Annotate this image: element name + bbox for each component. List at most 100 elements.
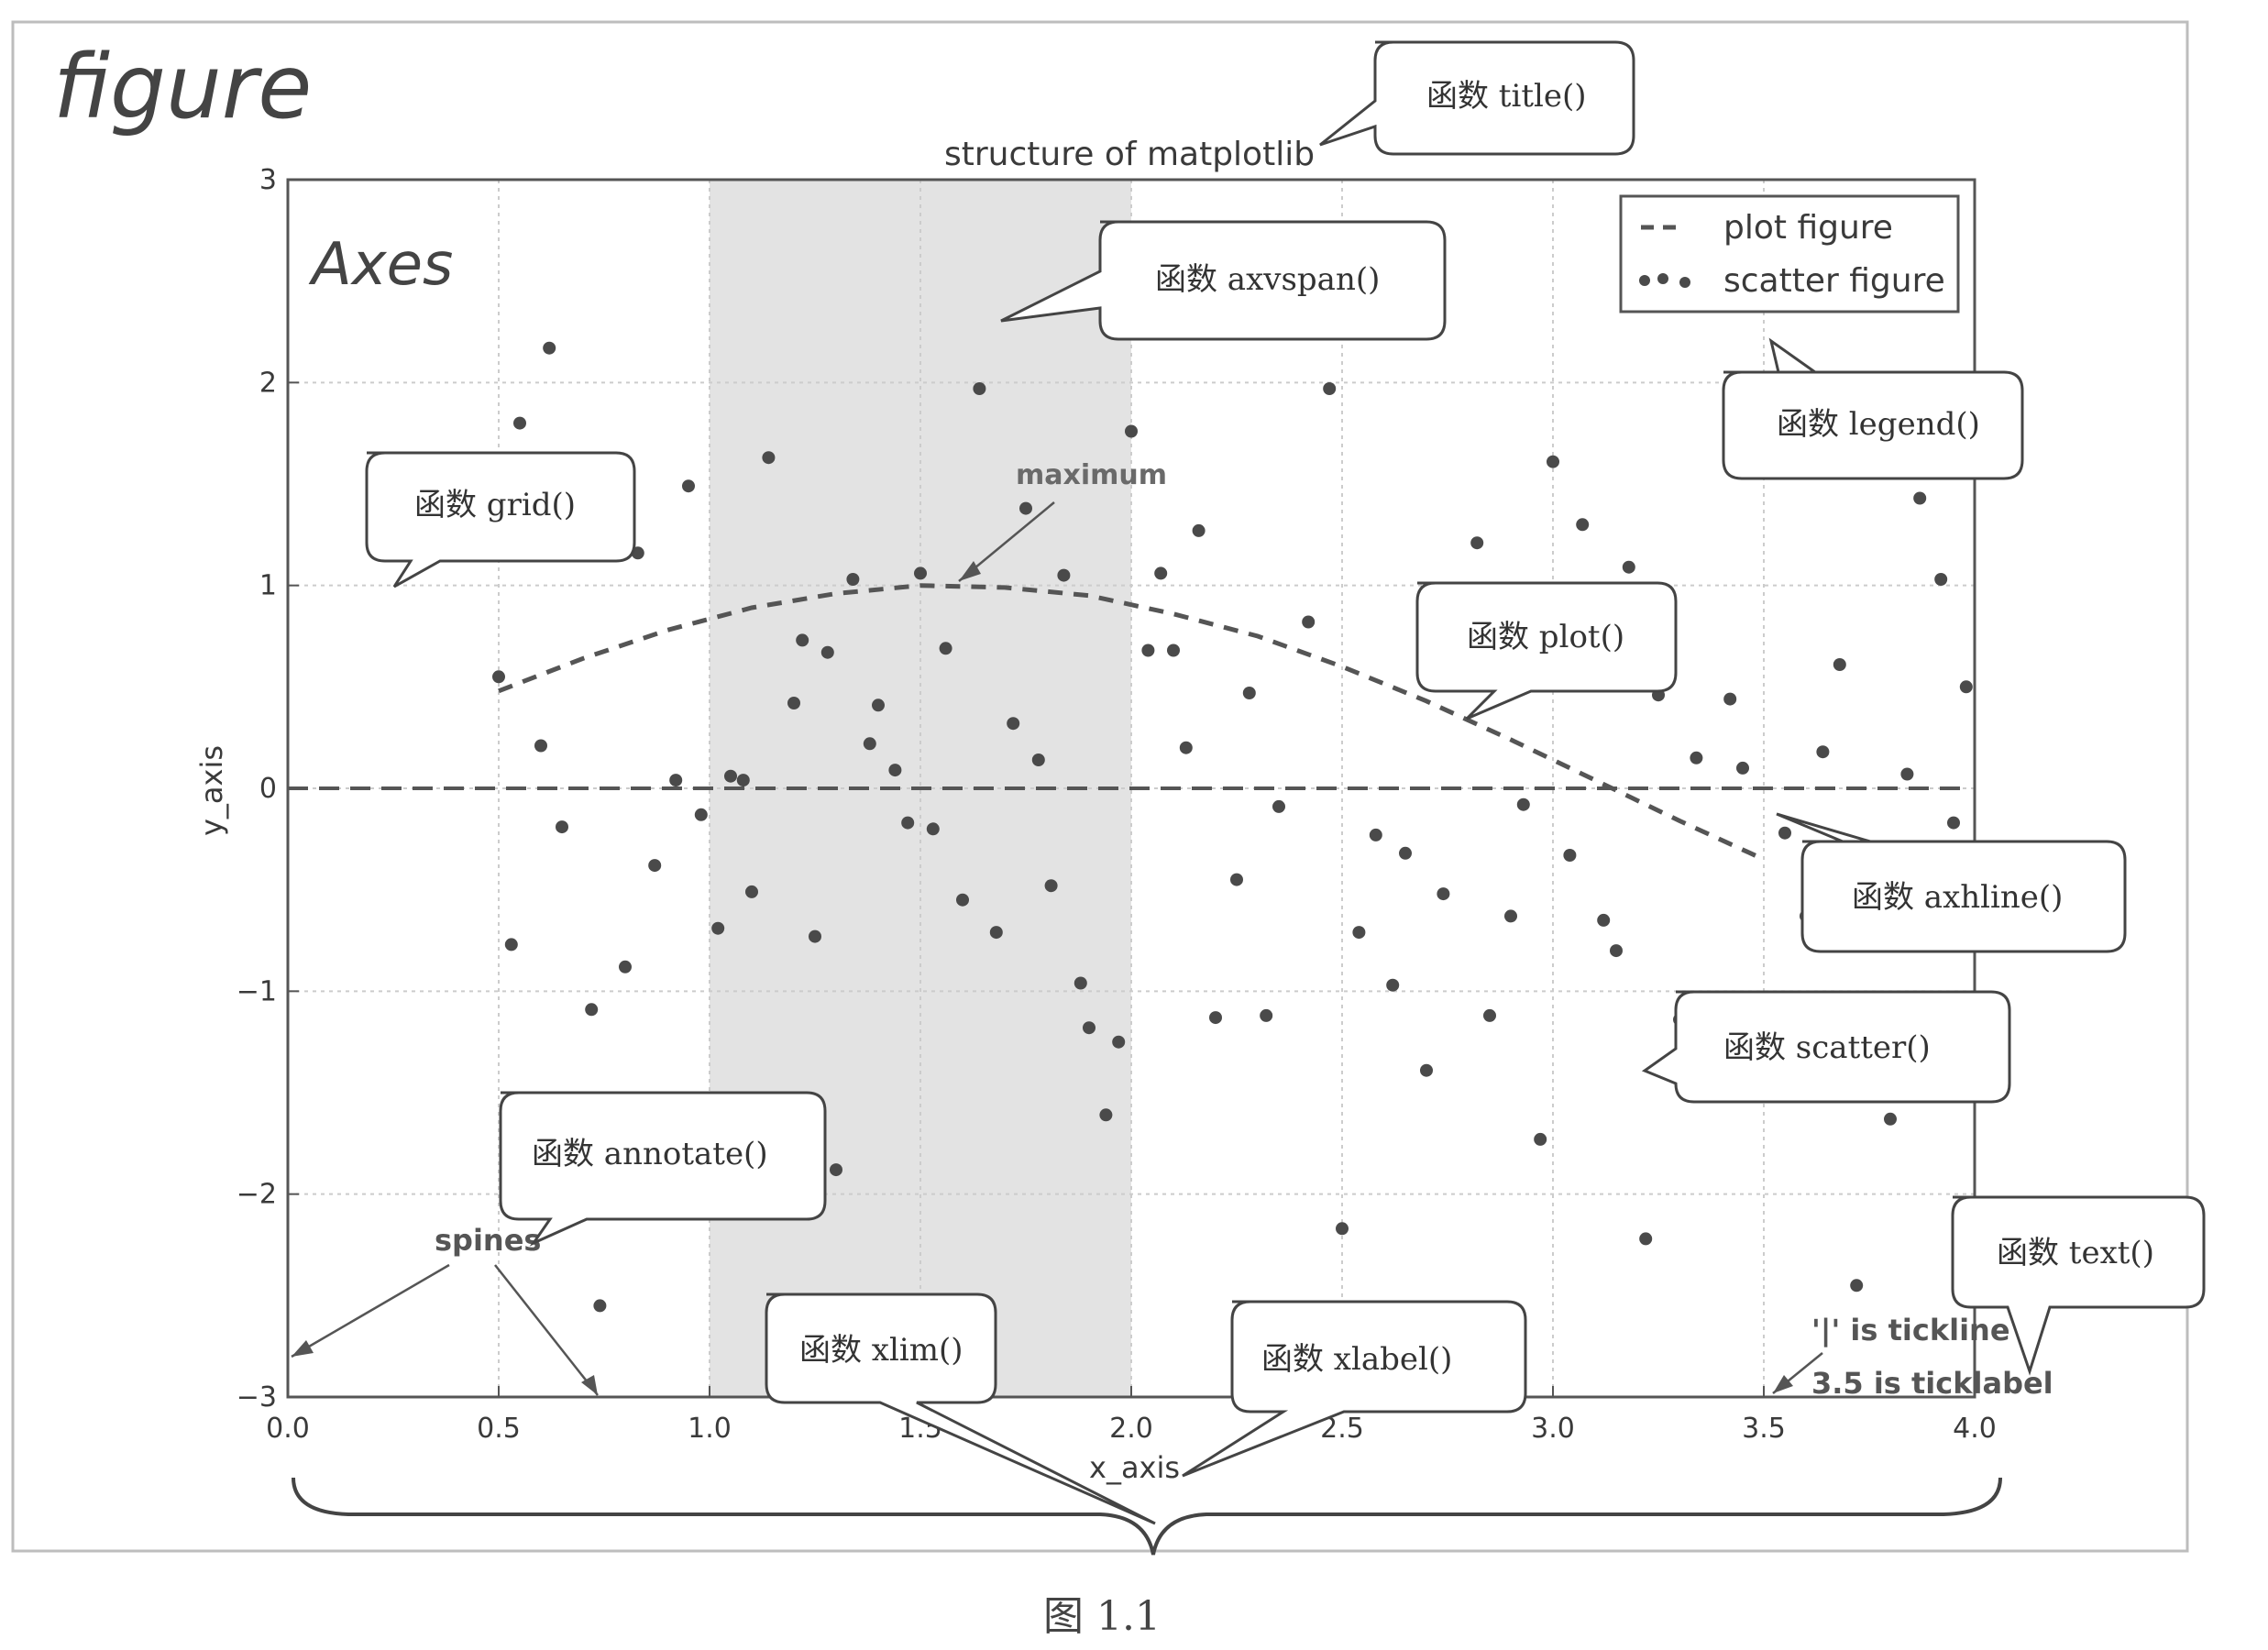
scatter-point bbox=[1112, 1035, 1126, 1049]
axes-word: Axes bbox=[308, 231, 453, 299]
annotation-tickline: '|' is tickline bbox=[1811, 1313, 2010, 1348]
figure-brace bbox=[292, 1477, 2002, 1556]
callout-scatter-text: 函数 scatter() bbox=[1723, 1029, 1931, 1066]
scatter-point bbox=[669, 774, 683, 787]
scatter-point bbox=[619, 960, 632, 974]
callout-axvspan-text: 函数 axvspan() bbox=[1155, 261, 1380, 298]
legend-box bbox=[1619, 194, 1960, 314]
tick-label-x: 3.0 bbox=[1531, 1413, 1575, 1445]
annotation-maximum: maximum bbox=[1016, 459, 1167, 491]
tick-label-y: −3 bbox=[237, 1381, 277, 1414]
tick-label-x: 3.5 bbox=[1742, 1413, 1786, 1445]
figure-caption: 图 1.1 bbox=[1043, 1593, 1161, 1640]
scatter-point bbox=[1073, 976, 1087, 990]
callout-legend-text: 函数 legend() bbox=[1777, 406, 1980, 443]
scatter-point bbox=[1230, 873, 1243, 886]
callout-grid-bubble bbox=[365, 451, 636, 588]
scatter-point bbox=[956, 893, 969, 907]
callout-legend-bubble bbox=[1722, 337, 2024, 480]
scatter-point bbox=[1336, 1222, 1349, 1236]
scatter-point bbox=[492, 670, 505, 684]
scatter-point bbox=[1272, 799, 1285, 813]
legend-marker-2 bbox=[1657, 273, 1668, 284]
scatter-point bbox=[1044, 879, 1058, 893]
y-axis-label: y_axis bbox=[194, 745, 229, 836]
scatter-point bbox=[1934, 573, 1948, 586]
scatter-point bbox=[1323, 382, 1337, 395]
callout-xlabel-bubble bbox=[1182, 1300, 1527, 1478]
scatter-point bbox=[1483, 1008, 1496, 1022]
scatter-point bbox=[1154, 566, 1168, 580]
maximum-arrowhead bbox=[959, 561, 981, 581]
scatter-point bbox=[504, 938, 518, 952]
scatter-point bbox=[1547, 455, 1559, 468]
scatter-point bbox=[1576, 518, 1590, 532]
scatter-point bbox=[1816, 745, 1830, 759]
scatter-point bbox=[901, 816, 915, 830]
legend-marker-3 bbox=[1679, 277, 1690, 288]
scatter-point bbox=[1167, 644, 1180, 657]
scatter-point bbox=[593, 1299, 607, 1313]
scatter-point bbox=[1141, 644, 1155, 657]
scatter-point bbox=[1597, 913, 1611, 927]
scatter-point bbox=[762, 451, 776, 465]
annotation-ticklabel: 3.5 is ticklabel bbox=[1811, 1366, 2053, 1401]
scatter-point bbox=[1242, 687, 1256, 699]
scatter-point bbox=[1302, 615, 1316, 629]
tick-label-y: −2 bbox=[237, 1179, 277, 1211]
scatter-point bbox=[1125, 424, 1138, 438]
callout-annotate-text: 函数 annotate() bbox=[532, 1136, 768, 1172]
scatter-point bbox=[1736, 761, 1749, 775]
callout-xlabel-text: 函数 xlabel() bbox=[1261, 1341, 1452, 1378]
tick-marks bbox=[287, 179, 1976, 1398]
scatter-point bbox=[872, 698, 885, 712]
scatter-point bbox=[1504, 909, 1517, 923]
scatter-point bbox=[809, 930, 821, 943]
scatter-point bbox=[820, 645, 834, 659]
chart-title: structure of matplotlib bbox=[944, 136, 1315, 173]
scatter-point bbox=[534, 739, 547, 753]
tick-label-x: 1.0 bbox=[688, 1413, 732, 1445]
scatter-point bbox=[1437, 887, 1450, 901]
scatter-point bbox=[1192, 523, 1206, 537]
scatter-point bbox=[1031, 754, 1045, 766]
scatter-point bbox=[1610, 944, 1623, 958]
scatter-point bbox=[694, 808, 708, 821]
scatter-point bbox=[1007, 717, 1020, 731]
spines-arrowhead-right bbox=[581, 1375, 598, 1395]
spines-arrow-right bbox=[494, 1264, 599, 1396]
scatter-point bbox=[1622, 560, 1635, 574]
annotations bbox=[291, 501, 1823, 1396]
legend: plot figure scatter figure bbox=[1619, 194, 1960, 314]
scatter-point bbox=[830, 1163, 842, 1177]
callout-axvspan-bubble bbox=[1000, 220, 1447, 341]
legend-marker-1 bbox=[1639, 275, 1650, 286]
scatter-point bbox=[914, 566, 927, 580]
scatter-point bbox=[1083, 1021, 1095, 1035]
scatter-point bbox=[1913, 491, 1927, 505]
tick-label-x: 0.5 bbox=[477, 1413, 521, 1445]
scatter-point bbox=[682, 479, 695, 493]
scatter-point bbox=[513, 416, 526, 430]
scatter-point bbox=[863, 737, 876, 751]
scatter-point bbox=[787, 697, 800, 710]
tick-label-y: −1 bbox=[237, 975, 277, 1007]
plot-series-line bbox=[498, 583, 1766, 862]
scatter-point bbox=[745, 885, 758, 898]
scatter-point bbox=[1516, 798, 1530, 811]
tick-label-x: 0.0 bbox=[266, 1413, 310, 1445]
spines-arrowhead-left bbox=[292, 1340, 314, 1357]
callout-bubbles bbox=[365, 40, 2206, 1525]
tick-label-y: 1 bbox=[259, 570, 277, 602]
scatter-point bbox=[1470, 536, 1484, 550]
scatter-point bbox=[973, 382, 986, 395]
scatter-point bbox=[1690, 751, 1703, 764]
legend-entry-plot: plot figure bbox=[1723, 209, 1893, 247]
scatter-point bbox=[1099, 1108, 1113, 1122]
scatter-point bbox=[1959, 680, 1973, 694]
annotation-spines: spines bbox=[435, 1223, 541, 1258]
scatter-point bbox=[1723, 692, 1737, 706]
callout-axhline-bubble bbox=[1776, 812, 2127, 953]
scatter-point bbox=[1260, 1008, 1273, 1022]
spines-arrow-left bbox=[291, 1263, 450, 1358]
